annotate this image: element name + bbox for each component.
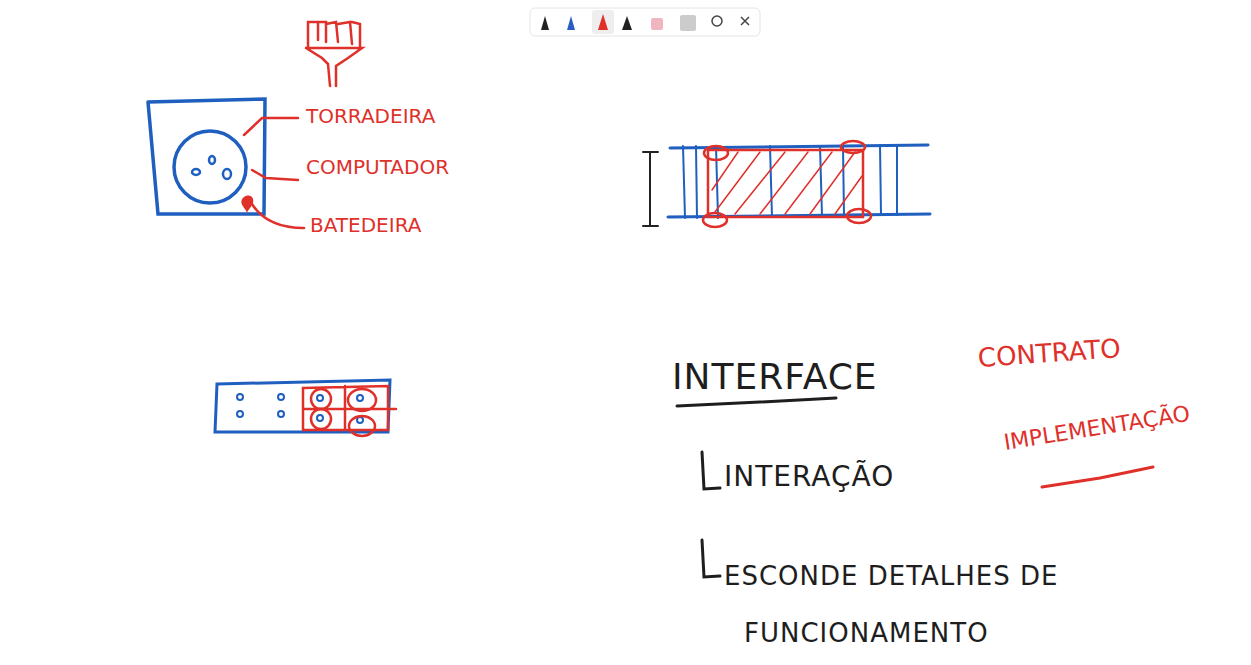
bullet-text: INTERAÇÃO xyxy=(724,461,894,493)
leader-lines xyxy=(242,118,304,228)
band-sketch xyxy=(643,141,930,227)
bullet-text: ESCONDE DETALHES DE FUNCIONAMENTO xyxy=(724,548,1174,662)
pen-toolbar xyxy=(530,8,760,36)
heading-word: INTERFACE xyxy=(672,356,878,397)
socket-sketch xyxy=(148,99,265,214)
appliance-label: COMPUTADOR xyxy=(306,156,449,179)
note-word: IMPLEMENTAÇÃO xyxy=(1002,401,1192,455)
appliance-label: BATEDEIRA xyxy=(310,214,421,237)
power-strip-sketch xyxy=(215,380,396,436)
note-word: CONTRATO xyxy=(977,334,1122,374)
appliance-label: TORRADEIRA xyxy=(306,105,435,128)
plug-sketch xyxy=(306,22,362,86)
